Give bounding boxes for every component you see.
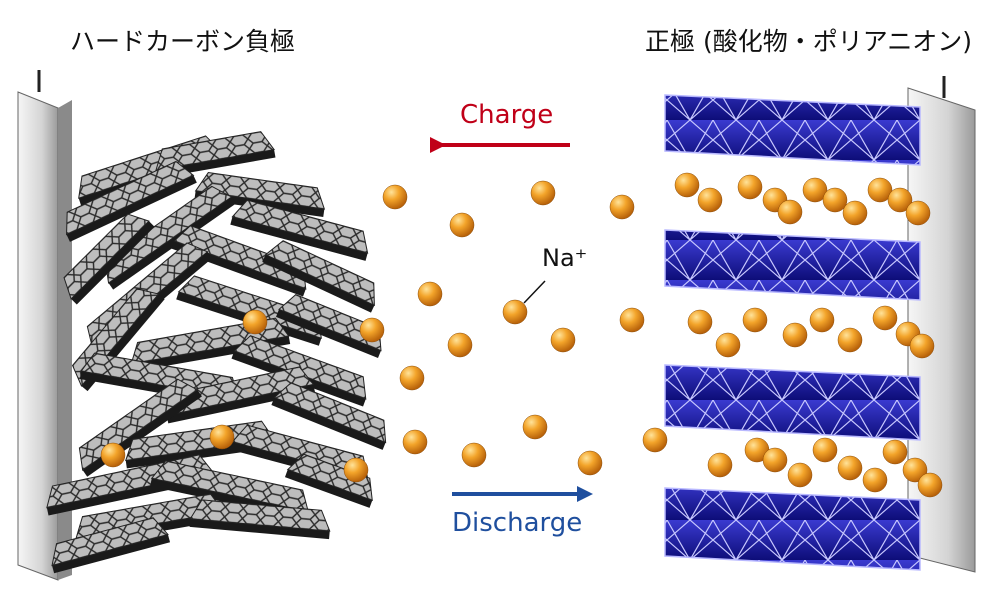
sodium-ion-sphere xyxy=(787,462,813,488)
octahedral-layer xyxy=(664,364,921,441)
sodium-ion-sphere xyxy=(687,309,713,335)
sodium-ions xyxy=(100,172,943,498)
cathode-title: 正極 (酸化物・ポリアニオン) xyxy=(645,27,972,56)
carbon-sheet xyxy=(66,160,197,242)
sodium-ion-sphere xyxy=(343,457,369,483)
sodium-ion-sphere xyxy=(867,177,893,203)
sodium-ion-sphere xyxy=(837,455,863,481)
sodium-ion-sphere xyxy=(502,299,528,325)
carbon-sheet xyxy=(262,240,375,313)
sodium-ion-sphere xyxy=(449,212,475,238)
sodium-ion-sphere xyxy=(809,307,835,333)
carbon-sheet xyxy=(271,382,387,450)
discharge-label: Discharge xyxy=(452,508,583,538)
sodium-ion-sphere xyxy=(802,177,828,203)
sodium-ion-sphere xyxy=(872,305,898,331)
sodium-ion-sphere xyxy=(530,180,556,206)
sodium-ion-sphere xyxy=(550,327,576,353)
sodium-ion-sphere xyxy=(822,187,848,213)
sodium-ion-sphere xyxy=(577,450,603,476)
sodium-ion-sphere xyxy=(399,365,425,391)
sodium-ion-sphere xyxy=(882,439,908,465)
sodium-ion-label: Na⁺ xyxy=(542,244,588,272)
sodium-ion-sphere xyxy=(382,184,408,210)
sodium-ion-sphere xyxy=(777,199,803,225)
sodium-ion-sphere xyxy=(697,187,723,213)
sodium-ion-sphere xyxy=(902,457,928,483)
carbon-sheet xyxy=(150,460,309,520)
sodium-ion-sphere xyxy=(715,332,741,358)
sodium-ion-sphere xyxy=(522,414,548,440)
sodium-ion-sphere xyxy=(742,307,768,333)
sodium-ion-sphere xyxy=(909,333,935,359)
sodium-ion-sphere xyxy=(782,322,808,348)
sodium-ion-sphere xyxy=(402,429,428,455)
sodium-ion-sphere xyxy=(619,307,645,333)
sodium-ion-sphere xyxy=(642,427,668,453)
sodium-ion-sphere xyxy=(242,309,268,335)
sodium-ion-sphere xyxy=(209,424,235,450)
sodium-ion-sphere xyxy=(737,174,763,200)
carbon-sheet xyxy=(189,499,331,540)
anode-title: ハードカーボン負極 xyxy=(70,27,296,56)
sodium-ion-sphere xyxy=(674,172,700,198)
ion-pointer-line xyxy=(523,280,546,304)
sodium-ion-sphere xyxy=(905,200,931,226)
sodium-ion-sphere xyxy=(417,281,443,307)
sodium-ion-sphere xyxy=(917,472,943,498)
carbon-sheet xyxy=(284,453,373,508)
sodium-ion-sphere xyxy=(707,452,733,478)
sodium-ion-sphere xyxy=(447,332,473,358)
carbon-sheet xyxy=(51,517,171,574)
carbon-sheet xyxy=(155,131,276,179)
sodium-ion-sphere xyxy=(842,200,868,226)
sodium-ion-sphere xyxy=(887,187,913,213)
sodium-ion-sphere xyxy=(359,317,385,343)
carbon-sheet xyxy=(63,213,155,305)
octahedral-layer xyxy=(664,229,921,301)
hard-carbon-anode xyxy=(46,131,387,574)
cathode-layers xyxy=(664,94,921,571)
carbon-sheet xyxy=(194,172,326,217)
sodium-ion-sphere xyxy=(862,467,888,493)
charge-label: Charge xyxy=(460,100,554,130)
sodium-ion-sphere xyxy=(461,442,487,468)
sodium-ion-sphere xyxy=(762,447,788,473)
octahedral-layer xyxy=(664,94,921,166)
carbon-sheet xyxy=(230,199,369,261)
sodium-ion-sphere xyxy=(100,442,126,468)
sodium-ion-sphere xyxy=(837,327,863,353)
sodium-ion-sphere xyxy=(609,194,635,220)
sodium-ion-sphere xyxy=(812,437,838,463)
octahedral-layer xyxy=(664,487,921,571)
